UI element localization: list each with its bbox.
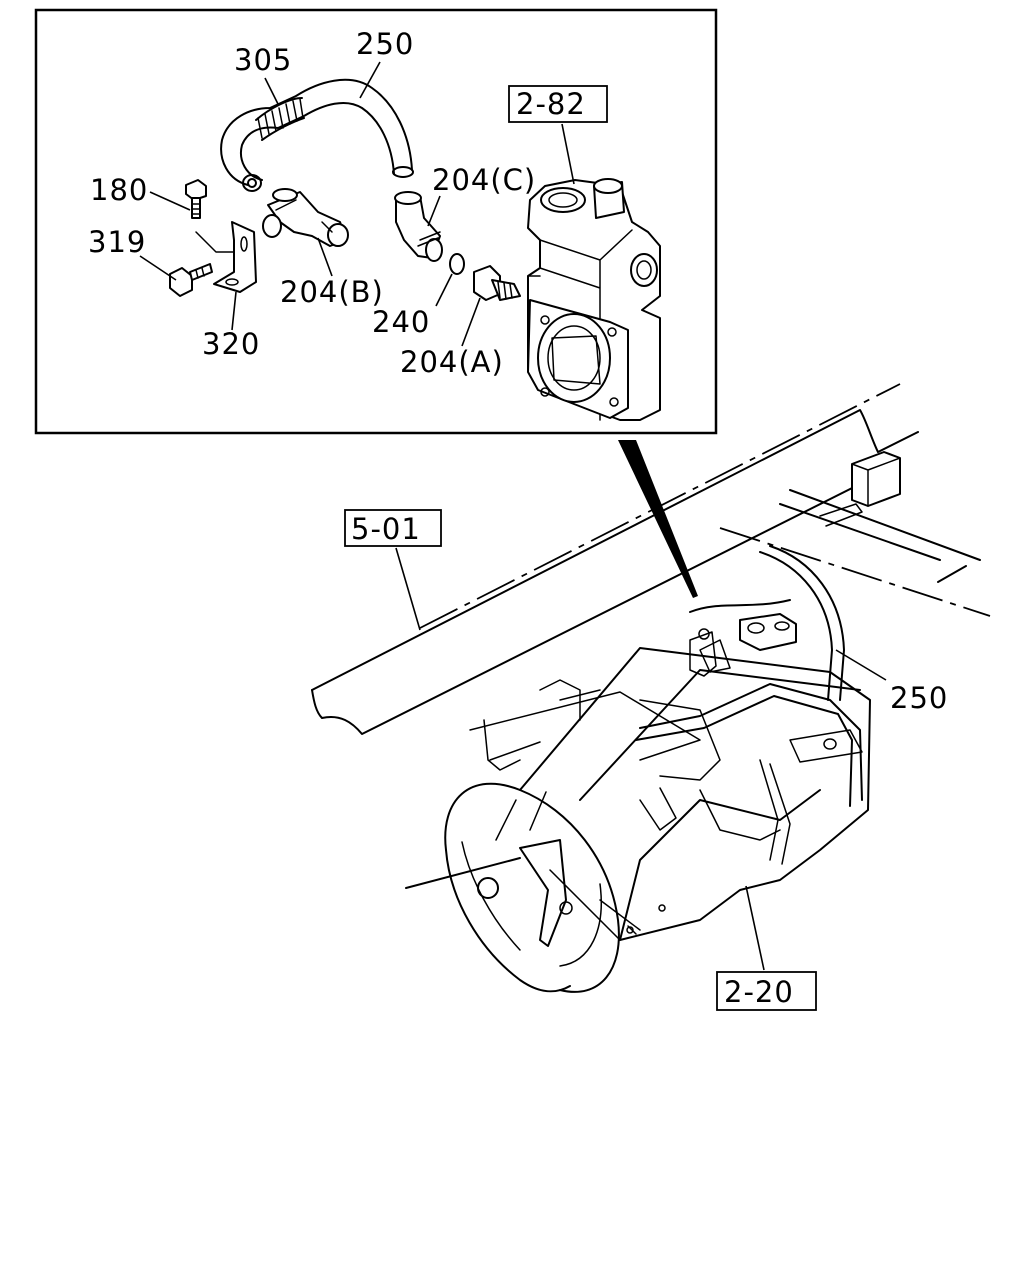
label-204c: 204(C) xyxy=(432,163,536,197)
label-2-82: 2-82 xyxy=(516,87,586,121)
hose-250-drawing xyxy=(220,78,414,192)
label-204a: 204(A) xyxy=(400,345,504,379)
corrugated-sleeve-305 xyxy=(255,97,305,141)
inset-leader-lines xyxy=(139,61,575,347)
label-2-20: 2-20 xyxy=(724,975,794,1009)
transmission-2-20-drawing xyxy=(405,613,871,993)
detail-inset: 250 305 2-82 180 204(C) 319 204(B) 240 3… xyxy=(34,8,718,435)
frame-rail-5-01 xyxy=(311,383,991,735)
elbow-fitting-204c-drawing xyxy=(394,191,443,262)
label-240: 240 xyxy=(372,305,430,339)
label-180: 180 xyxy=(90,173,148,207)
label-5-01: 5-01 xyxy=(351,512,421,546)
bolt-319-drawing xyxy=(169,263,213,297)
bracket-320-drawing xyxy=(195,221,257,293)
ref-box-2-82 xyxy=(508,85,608,123)
label-204b: 204(B) xyxy=(280,275,384,309)
label-319: 319 xyxy=(88,225,146,259)
bolt-180-drawing xyxy=(185,179,207,219)
label-320: 320 xyxy=(202,327,260,361)
detail-pointer-arrow xyxy=(618,440,698,598)
plug-204a-drawing xyxy=(473,265,521,301)
washer-240-drawing xyxy=(449,253,465,275)
label-305: 305 xyxy=(234,43,292,77)
installed-hose-250 xyxy=(689,545,845,701)
label-250-top: 250 xyxy=(356,27,414,61)
ref-box-2-20 xyxy=(716,971,817,1011)
valve-body-2-82-drawing xyxy=(527,178,661,421)
tee-connector-204b-drawing xyxy=(262,188,349,247)
label-250-main: 250 xyxy=(890,681,948,715)
ref-box-5-01 xyxy=(344,509,442,547)
main-leader-lines xyxy=(395,547,887,971)
